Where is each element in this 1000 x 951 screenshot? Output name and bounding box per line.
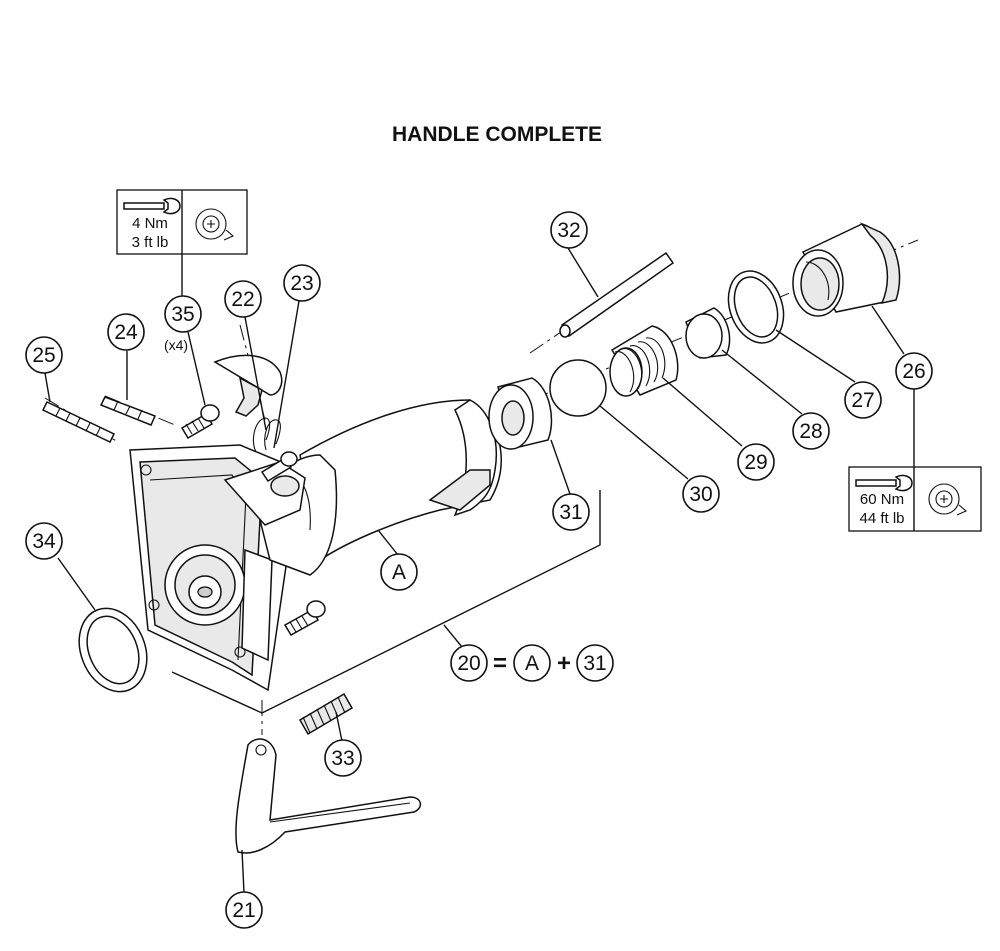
svg-text:32: 32 — [557, 219, 580, 242]
leader-lines — [44, 225, 915, 894]
svg-text:24: 24 — [114, 321, 138, 344]
svg-text:21: 21 — [232, 899, 255, 922]
plus-sign: + — [557, 650, 571, 677]
callout-eq-31: 31 — [576, 644, 614, 682]
callout-eq-a: A — [513, 644, 551, 682]
callout-32: 32 — [550, 211, 588, 249]
torque-spec-26: 60 Nm 44 ft lb — [848, 466, 982, 532]
part-21-lever — [235, 738, 422, 854]
part-26-sleeve — [792, 222, 901, 317]
equals-sign: = — [493, 650, 507, 677]
torque-35-nm: 4 Nm — [132, 215, 168, 232]
part-35-bolt-upper — [260, 451, 298, 483]
svg-text:33: 33 — [331, 747, 354, 770]
page-title: HANDLE COMPLETE — [392, 123, 602, 146]
callout-34: 34 — [25, 522, 63, 560]
wrench-icon — [855, 474, 913, 492]
part-35-bolt-lower — [283, 600, 326, 637]
callout-33: 33 — [324, 739, 362, 777]
part-31-bushing — [488, 377, 553, 450]
part-32-rod — [559, 251, 675, 338]
callout-25: 25 — [25, 336, 63, 374]
callout-27: 27 — [844, 381, 882, 419]
svg-text:31: 31 — [559, 501, 582, 524]
callout-35: 35 — [164, 295, 202, 333]
svg-text:27: 27 — [851, 389, 874, 412]
torque-26-nm: 60 Nm — [860, 491, 904, 508]
torque-26-ftlb: 44 ft lb — [859, 510, 904, 527]
assembly-equation: 20 = A + 31 — [450, 644, 614, 682]
part-23-clip — [252, 417, 281, 453]
callout-22: 22 — [224, 280, 262, 318]
tighten-clockwise-icon — [195, 208, 235, 241]
tighten-clockwise-icon — [928, 483, 968, 516]
callout-24: 24 — [107, 313, 145, 351]
svg-text:34: 34 — [32, 530, 56, 553]
callout-23: 23 — [283, 264, 321, 302]
torque-35-ftlb: 3 ft lb — [132, 234, 169, 251]
part-25-pin — [41, 401, 116, 443]
assembly-bracket — [171, 490, 601, 714]
svg-text:31: 31 — [583, 652, 606, 675]
part-24-pin — [99, 396, 157, 426]
svg-text:26: 26 — [902, 360, 925, 383]
svg-text:35: 35 — [171, 303, 194, 326]
quantity-35: (x4) — [164, 337, 188, 353]
callout-30: 30 — [682, 475, 720, 513]
part-30-ball — [549, 359, 607, 417]
part-33-spring — [298, 692, 354, 736]
part-28-cap — [685, 307, 731, 359]
svg-text:29: 29 — [744, 451, 767, 474]
svg-text:A: A — [525, 652, 539, 675]
svg-text:23: 23 — [290, 272, 313, 295]
part-29-spring-boot — [609, 325, 679, 397]
wrench-icon — [123, 197, 181, 215]
svg-text:28: 28 — [799, 420, 822, 443]
svg-text:A: A — [392, 561, 406, 584]
callout-31: 31 — [552, 493, 590, 531]
svg-text:25: 25 — [32, 344, 55, 367]
svg-text:30: 30 — [689, 483, 712, 506]
part-27-ring — [727, 270, 785, 344]
part-a-handle-housing — [129, 399, 502, 692]
callout-21: 21 — [225, 891, 263, 929]
callout-20: 20 — [450, 644, 488, 682]
torque-spec-35: 4 Nm 3 ft lb — [116, 189, 248, 255]
svg-text:20: 20 — [457, 652, 480, 675]
callout-a: A — [380, 553, 418, 591]
part-34-o-ring — [78, 607, 148, 693]
callout-26: 26 — [895, 352, 933, 390]
callout-29: 29 — [737, 443, 775, 481]
svg-text:22: 22 — [231, 288, 254, 311]
part-22-latch — [213, 354, 283, 417]
part-35-bolt — [180, 404, 220, 440]
callout-28: 28 — [792, 412, 830, 450]
